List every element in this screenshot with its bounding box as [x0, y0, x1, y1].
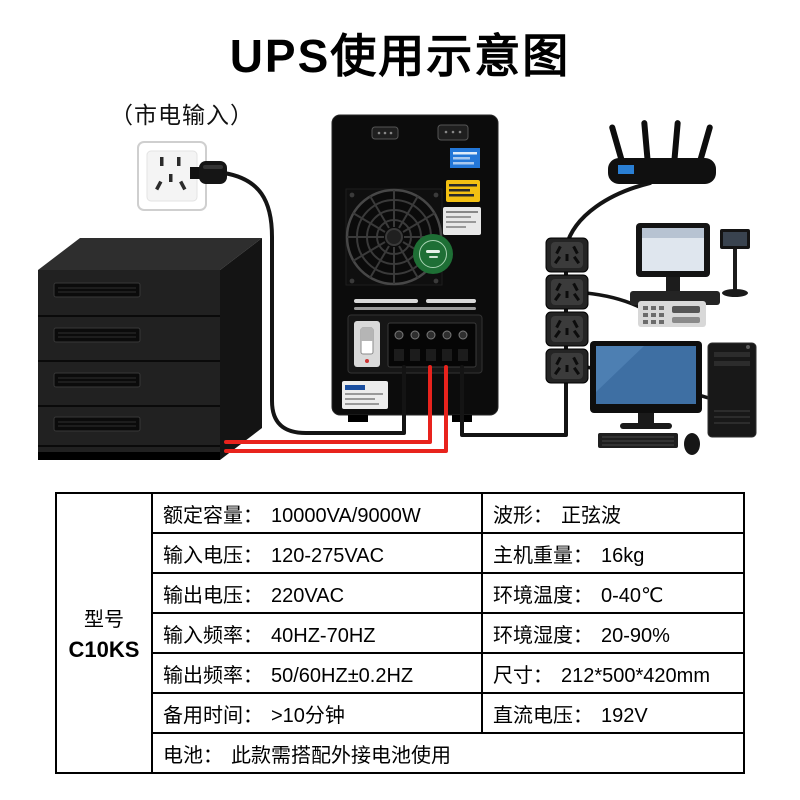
- battery-note-value: 此款需搭配外接电池使用: [231, 744, 451, 767]
- fan-screws: [349, 192, 439, 284]
- spec-value: 20-90%: [601, 624, 670, 647]
- table-row: 型号 C10KS 额定容量： 10000VA/9000W 波形： 正弦波: [55, 492, 745, 774]
- spec-table: 型号 C10KS 额定容量： 10000VA/9000W 波形： 正弦波 输入电压：…: [55, 492, 745, 774]
- pos-screen: [636, 223, 710, 277]
- ups-terminal-block: [387, 322, 477, 368]
- power-strip-outlet-4: [545, 348, 589, 384]
- router-led-label: [618, 165, 634, 174]
- pos-customer-display: [720, 229, 750, 297]
- spec-label: 输出频率：: [163, 664, 263, 687]
- pos-terminal: [630, 223, 750, 327]
- model-value: C10KS: [68, 637, 140, 662]
- ups-text-row: [354, 299, 476, 310]
- spec-label: 主机重量：: [493, 544, 593, 567]
- spec-value: 120-275VAC: [271, 544, 385, 567]
- spec-value: 192V: [601, 704, 648, 727]
- spec-value: 40HZ-70HZ: [271, 624, 376, 647]
- cabinet-section-lines: [38, 315, 220, 447]
- spec-value: 0-40℃: [601, 584, 664, 607]
- pos-stand: [666, 277, 680, 291]
- spec-label: 波形：: [493, 504, 553, 527]
- router-antennas: [609, 120, 713, 166]
- page-title: UPS使用示意图: [229, 30, 571, 82]
- model-label: 型号: [84, 609, 124, 631]
- spec-value: 10000VA/9000W: [271, 504, 421, 527]
- cabinet-side: [220, 238, 262, 460]
- spec-label: 环境温度：: [493, 584, 593, 607]
- table-row: 输入频率： 40HZ-70HZ 环境湿度： 20-90%: [56, 612, 745, 654]
- ups-green-round-sticker: [413, 234, 453, 274]
- cabinet-base: [38, 452, 220, 460]
- power-strip-outlet-3: [545, 311, 589, 347]
- spec-value: 50/60HZ±0.2HZ: [271, 664, 414, 687]
- port-pins: [377, 130, 462, 135]
- ups-usage-diagram: [38, 114, 757, 460]
- spec-label: 输出电压：: [163, 584, 263, 607]
- ups-foot-left: [348, 415, 368, 422]
- mains-cable: [222, 171, 406, 435]
- keyboard: [598, 433, 678, 448]
- spec-value: 220VAC: [271, 584, 345, 607]
- table-row: 备用时间： >10分钟 直流电压： 192V: [56, 692, 745, 734]
- power-strip-outlet-2: [545, 274, 589, 310]
- ups-brand-label: [342, 381, 388, 409]
- monitor: [590, 341, 702, 429]
- battery-cable-red-2: [224, 365, 448, 453]
- spec-value: 正弦波: [561, 504, 621, 527]
- socket-holes: [155, 157, 187, 191]
- spec-label: 环境湿度：: [493, 624, 593, 647]
- wall-socket: [137, 141, 207, 211]
- battery-cabinet: [38, 238, 262, 460]
- output-trunk-cable: [460, 181, 652, 437]
- pos-keypad-printer: [638, 301, 706, 327]
- mouse: [684, 433, 700, 455]
- mains-input-label: （市电输入）: [110, 102, 254, 128]
- spec-label: 尺寸：: [493, 664, 553, 687]
- spec-label: 备用时间：: [163, 704, 263, 727]
- ups-spec-label: [443, 207, 481, 235]
- spec-value: 212*500*420mm: [561, 664, 710, 687]
- spec-value: 16kg: [601, 544, 645, 567]
- cabinet-vents: [53, 282, 141, 432]
- table-row-battery-note: 电池： 此款需搭配外接电池使用: [56, 732, 745, 774]
- router: [608, 120, 716, 184]
- tower-case: [707, 342, 757, 438]
- spec-label: 输入频率：: [163, 624, 263, 647]
- power-strip-outlet-1: [545, 237, 589, 273]
- router-body: [608, 158, 716, 184]
- spec-label: 输入电压：: [163, 544, 263, 567]
- model-cell: 型号 C10KS: [55, 492, 153, 774]
- battery-cable-red-1: [224, 365, 432, 444]
- table-row: 输入电压： 120-275VAC 主机重量： 16kg: [56, 532, 745, 574]
- table-row: 输出电压： 220VAC 环境温度： 0-40℃: [56, 572, 745, 614]
- spec-value: >10分钟: [271, 704, 345, 727]
- cabinet-top: [38, 238, 262, 270]
- ups-yellow-warning-label: [446, 180, 480, 202]
- ups-breaker: [354, 321, 380, 367]
- spec-label: 直流电压：: [493, 704, 593, 727]
- power-plug: [190, 161, 227, 184]
- ups-blue-label: [450, 148, 480, 168]
- desktop-computer: [590, 341, 757, 455]
- battery-note-label: 电池：: [163, 744, 223, 767]
- spec-label: 额定容量：: [163, 504, 263, 527]
- ups-tower: [331, 114, 499, 422]
- table-row: 输出频率： 50/60HZ±0.2HZ 尺寸： 212*500*420mm: [56, 652, 745, 694]
